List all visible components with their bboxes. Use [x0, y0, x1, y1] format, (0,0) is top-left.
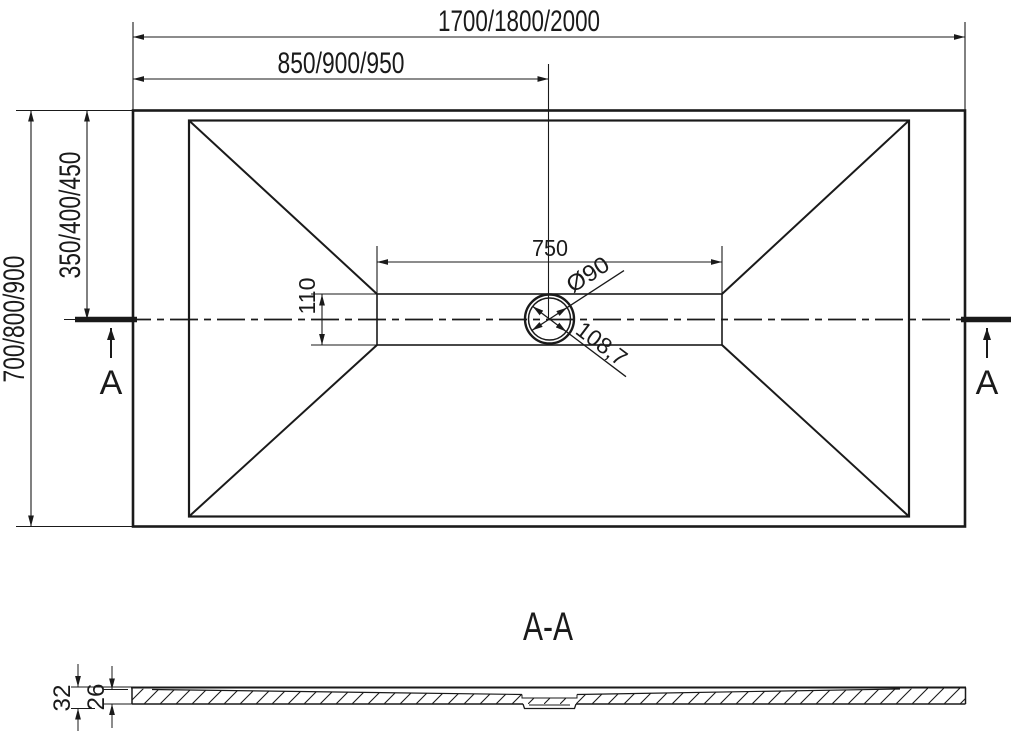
slope-diagonal-bottom-right	[721, 344, 910, 518]
dim-drain-diameter-label: Ø90	[561, 251, 614, 298]
dim-channel-length-label: 750	[532, 235, 568, 261]
section-floor-slope-right	[576, 688, 901, 696]
drain-inner-circle	[527, 297, 572, 341]
section-drain-recess	[522, 703, 577, 710]
dim-drain-diagonal-label: 108,7	[571, 316, 632, 371]
dim-center-from-left-label: 850/900/950	[278, 47, 405, 80]
slope-diagonal-top-left	[188, 119, 378, 295]
section-profile	[131, 686, 967, 710]
section-marker-label-left: A	[100, 364, 123, 402]
slope-diagonal-bottom-left	[188, 344, 378, 518]
dim-overall-width-label: 1700/1800/2000	[438, 5, 600, 38]
dim-edge-height-label: 32	[49, 685, 76, 712]
dim-center-from-top-label: 350/400/450	[54, 152, 87, 279]
section-drain-seat	[521, 694, 578, 699]
drain-waste	[523, 270, 627, 378]
plan-view	[16, 22, 1011, 528]
floor-slope-diagonals	[188, 119, 910, 518]
drain-cross-arrows	[531, 305, 568, 333]
slope-diagonal-top-right	[721, 119, 910, 295]
section-view	[71, 664, 967, 731]
extension-lines	[16, 22, 966, 528]
dim-base-thickness-label: 26	[83, 684, 110, 711]
drain-diagonal-leader	[565, 331, 627, 378]
section-dim-lines	[71, 664, 132, 731]
section-marker-label-right: A	[976, 364, 999, 402]
section-view-title: A-A	[523, 605, 573, 649]
drain-outer-circle	[523, 293, 576, 345]
dim-channel-width-label: 110	[294, 278, 320, 315]
dim-overall-depth-label: 700/800/900	[0, 256, 31, 383]
dimension-lines	[28, 34, 965, 527]
section-floor-slope-left	[151, 688, 523, 696]
drain-diameter-leader	[566, 270, 625, 309]
